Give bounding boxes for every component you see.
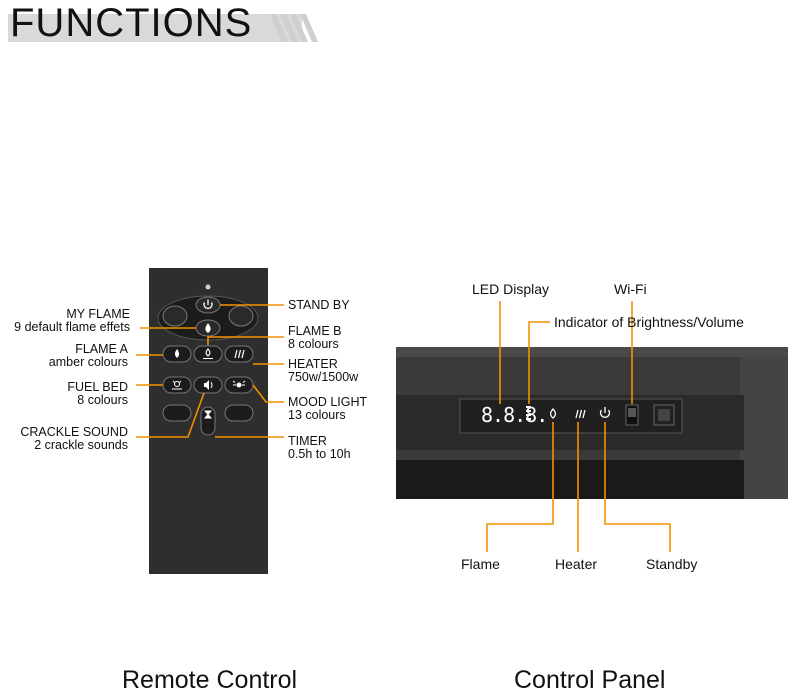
label-fuel-bed-name: FUEL BED [67, 380, 128, 394]
leader-standby [604, 422, 671, 552]
flame-b-icon [203, 348, 213, 360]
caption-remote-control: Remote Control [122, 666, 298, 694]
panel-reset-button-face [658, 409, 670, 421]
leader-mood-light [252, 384, 284, 403]
label-timer-name: TIMER [288, 434, 327, 448]
remote-plus-button [228, 305, 254, 327]
label-timer-detail: 0.5h to 10h [288, 447, 351, 461]
hourglass-icon [203, 410, 213, 419]
panel-top-edge [396, 347, 788, 357]
panel-display-strip [459, 398, 683, 434]
label-flame-a-name: FLAME A [75, 342, 128, 356]
title-bar [8, 14, 302, 42]
label-wifi: Wi-Fi [614, 281, 647, 297]
label-crackle-sound: CRACKLE SOUND 2 crackle sounds [20, 426, 128, 452]
speaker-icon [204, 380, 213, 390]
label-flame: Flame [461, 556, 500, 572]
label-my-flame-detail: 9 default flame effets [14, 320, 130, 334]
label-my-flame-name: MY FLAME [66, 307, 130, 321]
panel-heater-icon [575, 409, 586, 419]
label-mood-light-detail: 13 colours [288, 408, 346, 422]
label-indicator: Indicator of Brightness/Volume [554, 314, 744, 330]
heater-icon [234, 349, 245, 359]
remote-flame-b-button [193, 345, 223, 363]
label-heater: HEATER 750w/1500w [288, 358, 358, 384]
label-crackle-sound-detail: 2 crackle sounds [34, 438, 128, 452]
remote-leader-lines [136, 304, 284, 438]
panel-wifi-switch-rocker [628, 408, 636, 417]
panel-right-edge [740, 357, 788, 499]
flame-icon [205, 323, 211, 333]
remote-timer-button [200, 406, 216, 436]
panel-power-icon [599, 407, 611, 418]
label-flame-a-detail: amber colours [48, 355, 128, 369]
label-fuel-bed: FUEL BED 8 colours [67, 381, 128, 407]
caption-control-panel: Control Panel [514, 666, 666, 694]
panel-flame-icon [549, 408, 557, 419]
leader-indicator [528, 321, 550, 404]
title-stripes-decoration [270, 14, 318, 42]
label-heater-name: HEATER [288, 357, 338, 371]
label-standby: Standby [646, 556, 698, 572]
label-heater-panel: Heater [555, 556, 598, 572]
power-icon [203, 299, 213, 310]
fuel-bed-icon [172, 380, 182, 390]
remote-fuel-bed-button [162, 376, 192, 394]
panel-lower [396, 460, 744, 499]
remote-ir-led [205, 284, 211, 290]
label-led-display: LED Display [472, 281, 550, 297]
leader-flame [486, 422, 554, 552]
mood-light-icon [232, 380, 246, 388]
label-flame-b-name: FLAME B [288, 324, 342, 338]
label-fuel-bed-detail: 8 colours [77, 393, 128, 407]
flame-a-icon [174, 349, 180, 358]
remote-blank-button-left [162, 404, 192, 422]
label-timer: TIMER 0.5h to 10h [288, 435, 351, 461]
led-display-digits: 8.8.8. [481, 403, 548, 427]
label-mood-light-name: MOOD LIGHT [288, 395, 368, 409]
panel-leader-lines [486, 301, 671, 552]
label-flame-a: FLAME A amber colours [49, 343, 128, 369]
label-heater-detail: 750w/1500w [288, 370, 359, 384]
remote-minus-button [162, 305, 188, 327]
brightness-indicator [526, 406, 531, 420]
page-title: FUNCTIONS [10, 1, 253, 45]
label-crackle-sound-name: CRACKLE SOUND [20, 425, 128, 439]
label-stand-by-name: STAND BY [288, 298, 350, 312]
label-flame-b-detail: 8 colours [288, 337, 339, 351]
leader-crackle [136, 392, 205, 438]
label-my-flame: MY FLAME 9 default flame effets [14, 308, 130, 334]
label-flame-b: FLAME B 8 colours [288, 325, 342, 351]
leader-flame-b [207, 336, 284, 345]
remote-blank-button-right [224, 404, 254, 422]
label-mood-light: MOOD LIGHT 13 colours [288, 396, 367, 422]
label-stand-by: STAND BY [288, 299, 350, 312]
